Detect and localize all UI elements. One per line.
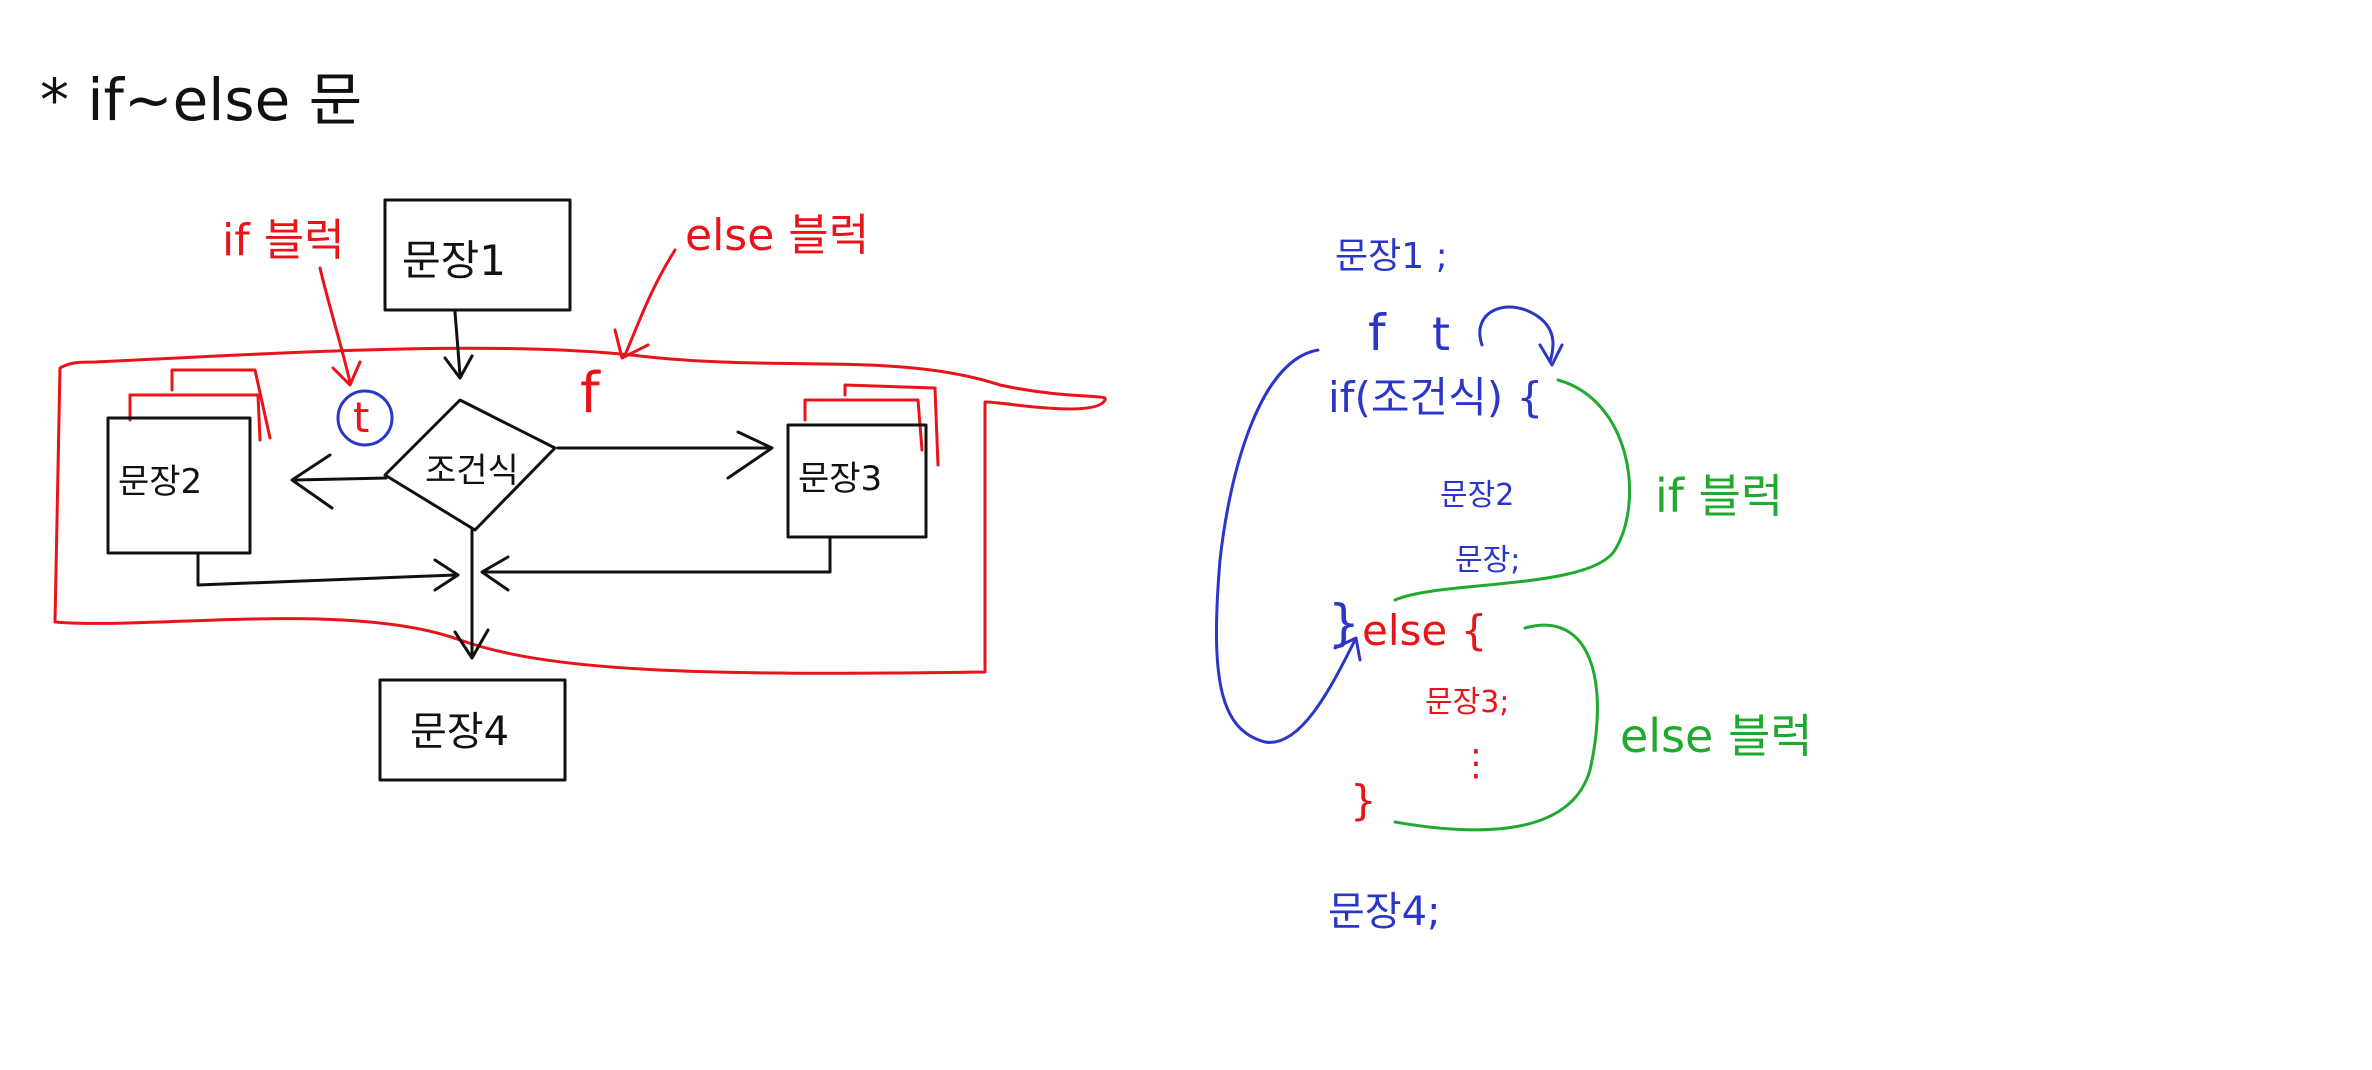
code-f-mark: f (1368, 304, 1387, 362)
statement4-label: 문장4 (410, 709, 509, 755)
else-block-annotation: else 블럭 (685, 210, 869, 261)
code-if-block-label: if 블럭 (1655, 469, 1783, 523)
arrow-false-branch (556, 430, 774, 480)
code-else-block-bracket (1393, 623, 1599, 832)
condition-diamond (383, 398, 557, 532)
code-else-block-label: else 블럭 (1620, 709, 1813, 763)
code-if-block-bracket (1393, 378, 1632, 602)
code-else-close-brace: } (1328, 594, 1360, 652)
statement1-box (383, 198, 572, 312)
block-region-outline (53, 346, 1107, 675)
true-marker-circle (336, 389, 394, 447)
statement3-box (786, 423, 928, 539)
code-else-line: else { (1362, 606, 1487, 655)
page-title: * if~else 문 (40, 66, 362, 134)
code-t-mark: t (1432, 307, 1450, 361)
arrow-merge-to-4 (453, 528, 490, 660)
code-stmt-dots: 문장; (1455, 543, 1520, 578)
code-dots: ⋮ (1458, 743, 1494, 784)
code-false-path-arrow (1215, 348, 1362, 744)
arrow-1-to-condition (443, 310, 474, 380)
statement2-label: 문장2 (118, 462, 202, 502)
if-block-annotation: if 블럭 (222, 215, 345, 266)
condition-label: 조건식 (425, 451, 519, 491)
statement2-stack-back (128, 368, 272, 442)
code-close-brace: } (1350, 776, 1377, 825)
if-block-annotation-arrow (318, 266, 362, 387)
code-stmt4: 문장4; (1328, 889, 1441, 935)
arrow-3-to-merge (480, 535, 832, 592)
flowchart: 문장1 조건식 문장2 문장3 문장4 t f if 블럭 (53, 198, 1107, 782)
else-block-annotation-arrow (613, 248, 677, 360)
false-marker-label: f (580, 361, 601, 426)
code-line-statement1: 문장1 ; (1335, 236, 1448, 277)
statement3-label: 문장3 (798, 459, 882, 499)
statement4-box (378, 678, 567, 782)
code-stmt3: 문장3; (1425, 685, 1509, 720)
code-sketch: 문장1 ; f t if(조건식) { 문장2 문장; } else { 문장3… (1215, 236, 1813, 935)
arrow-true-branch (290, 453, 388, 510)
code-true-loop-arrow (1478, 305, 1564, 367)
statement1-label: 문장1 (402, 236, 506, 285)
statement2-box (106, 416, 252, 555)
code-if-line: if(조건식) { (1328, 373, 1543, 422)
arrow-2-to-merge (196, 551, 460, 592)
code-stmt2: 문장2 (1440, 478, 1514, 513)
true-marker-label: t (353, 393, 369, 442)
